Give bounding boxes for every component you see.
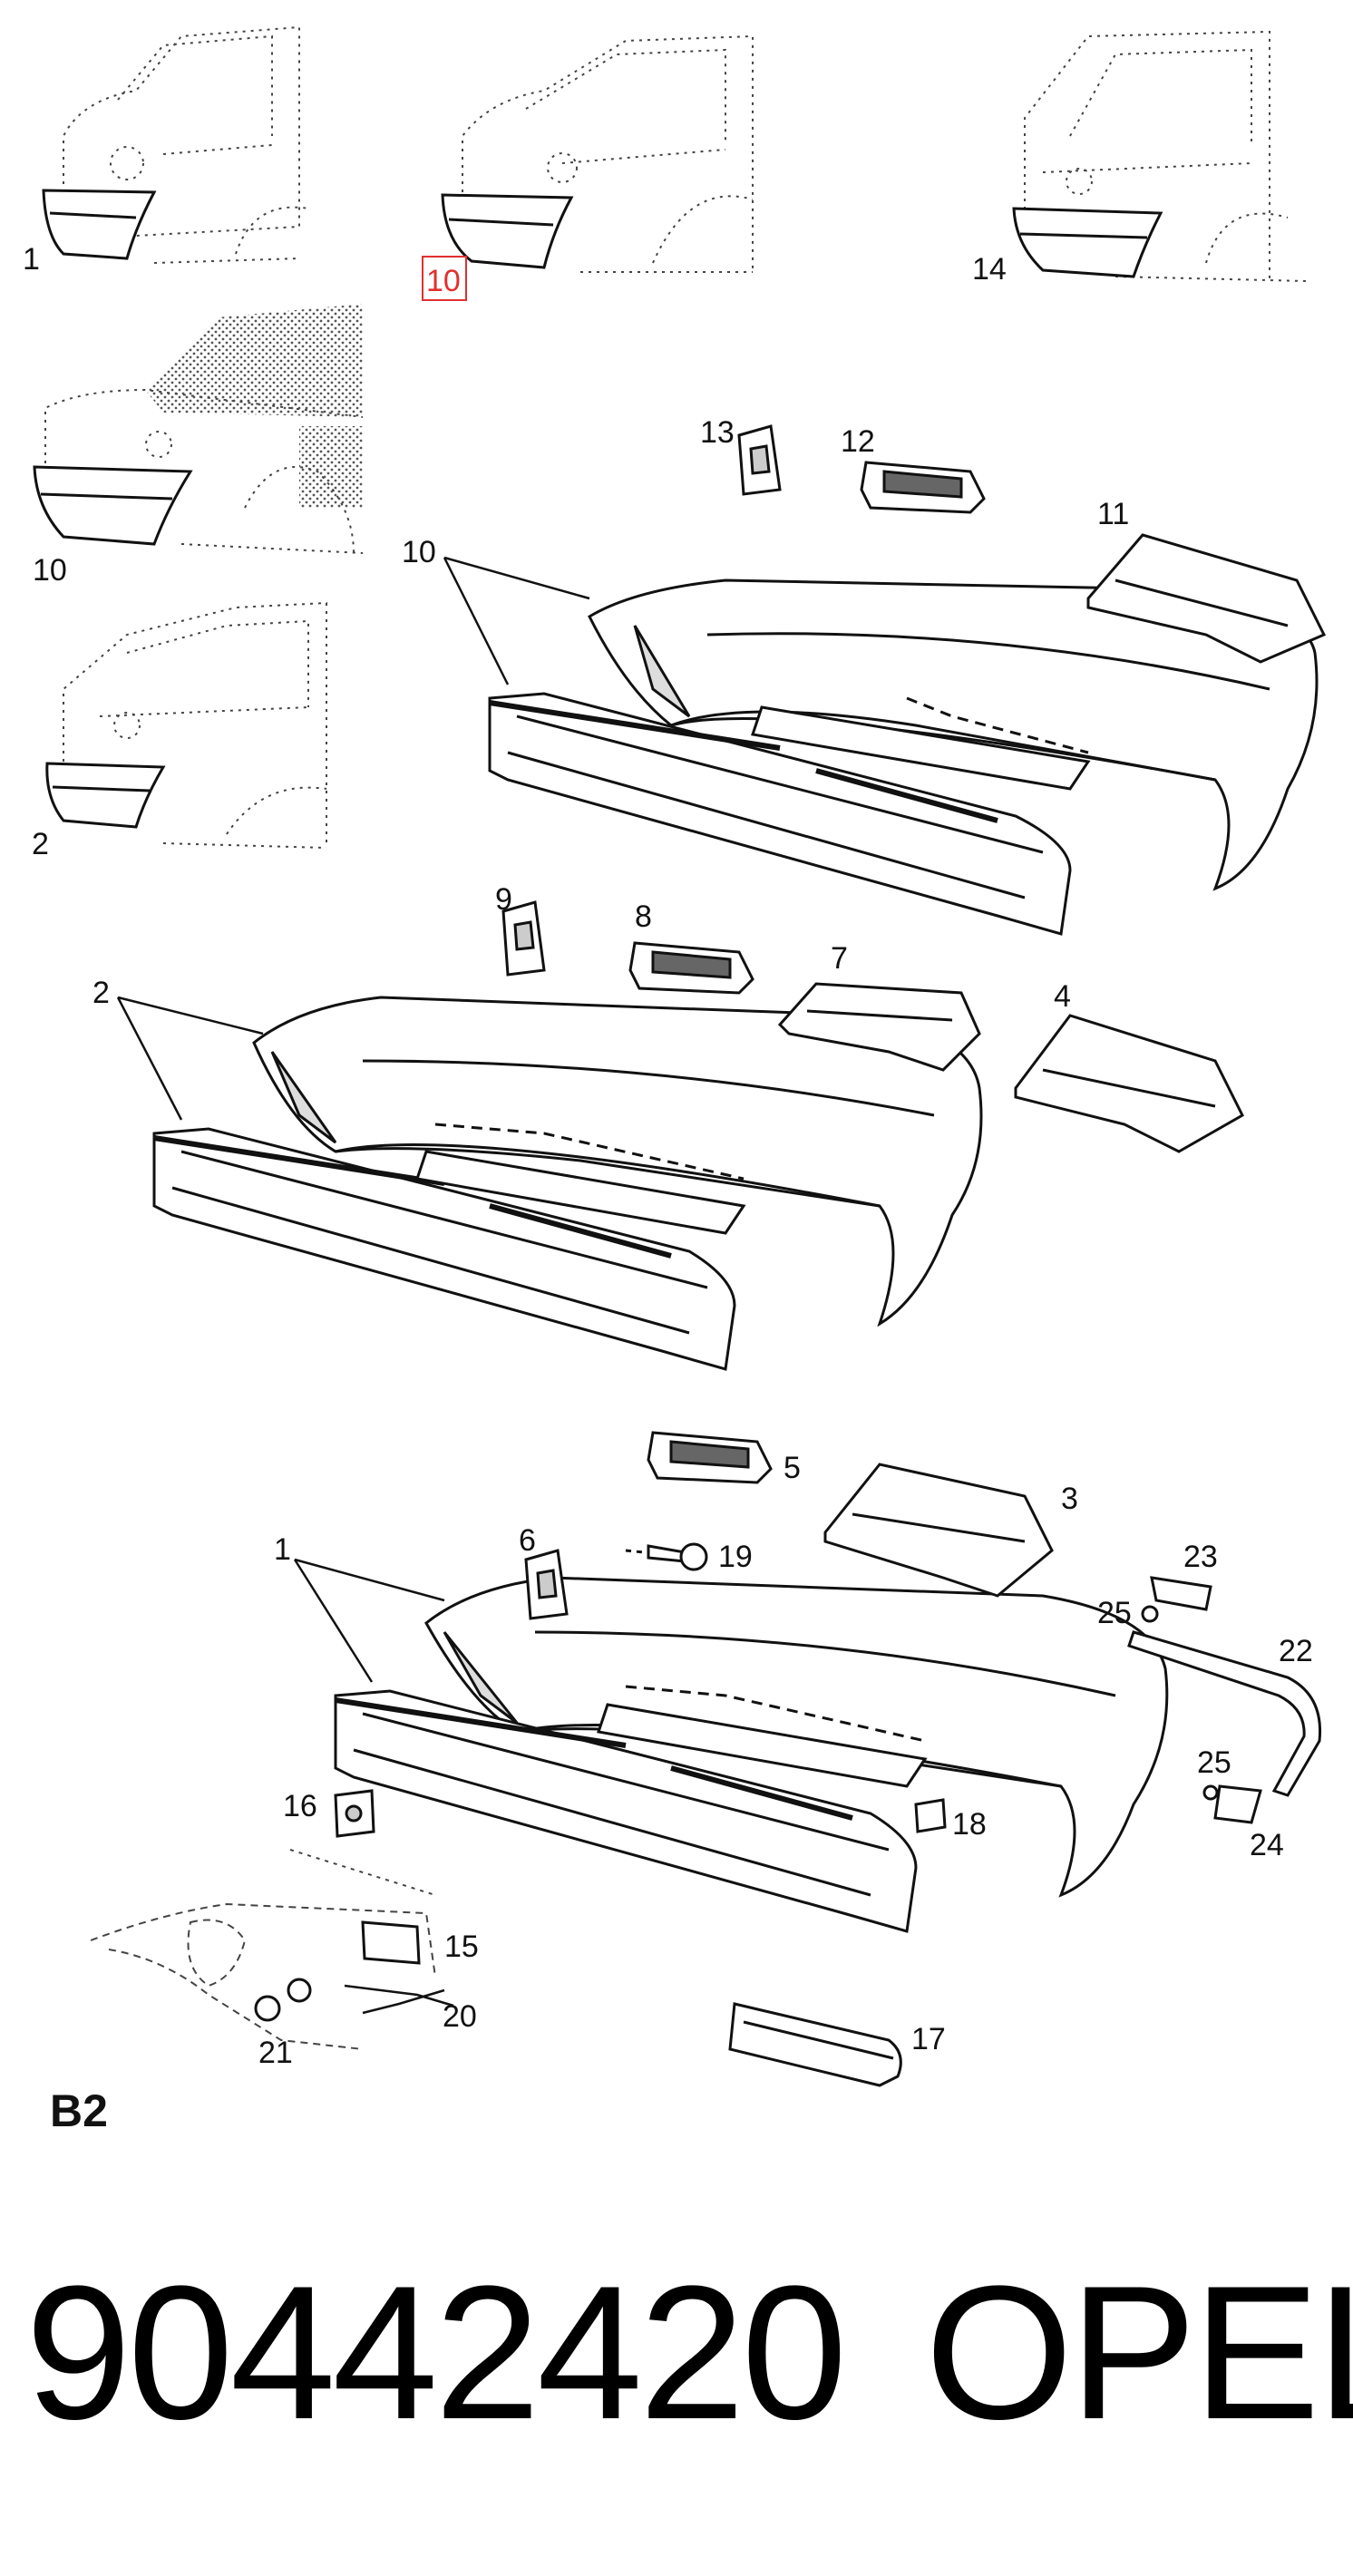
highlight-box [422, 256, 467, 301]
thumbnail-bumper-1 [42, 189, 157, 260]
callout-9: 9 [495, 882, 512, 917]
nut-21 [254, 1995, 281, 2022]
callout-10-thumb-highlighted: 10 [426, 264, 461, 298]
callout-10-thumb-sedan: 10 [33, 553, 67, 588]
bracket-15 [361, 1920, 421, 1965]
callout-13: 13 [700, 415, 735, 450]
brand-name: OPEL [925, 2246, 1353, 2459]
bumper-reinforcement-10 [488, 692, 1072, 936]
callout-25-upper: 25 [1097, 1596, 1132, 1630]
callout-21: 21 [258, 2036, 293, 2070]
callout-25-lower: 25 [1197, 1745, 1231, 1780]
bracket-12 [860, 461, 986, 514]
clip-9 [501, 900, 546, 977]
callout-labels: 1 10 14 10 2 13 12 11 10 9 8 7 4 2 5 3 6… [23, 242, 1313, 2070]
bumper-assembly-10 [488, 578, 1319, 936]
bumper-reinforcement-2 [152, 1127, 736, 1371]
callout-19: 19 [718, 1540, 753, 1574]
section-code: B2 [50, 2085, 108, 2136]
clip-6 [524, 1549, 569, 1620]
washer-25-upper [1141, 1605, 1159, 1623]
washer-20 [287, 1978, 312, 2003]
bracket-11 [1086, 533, 1327, 664]
callout-15: 15 [444, 1930, 479, 1964]
bracket-8 [628, 941, 754, 995]
thumbnail-hatchback-variant-1 [63, 25, 309, 264]
callout-14-thumb: 14 [972, 252, 1007, 287]
callout-4: 4 [1054, 979, 1071, 1014]
callout-1-thumb: 1 [23, 242, 40, 277]
cover-17 [728, 2002, 902, 2087]
trim-strip-22 [1127, 1630, 1322, 1797]
callout-17: 17 [911, 2022, 946, 2056]
thumbnail-bumper-14 [1012, 207, 1163, 278]
thumbnail-wagon-variant-2 [63, 601, 327, 849]
callout-3: 3 [1061, 1482, 1078, 1516]
bumper-assembly-1 [334, 1576, 1169, 1933]
callout-24: 24 [1250, 1828, 1284, 1862]
leader-lines [116, 556, 590, 2015]
callout-11: 11 [1097, 497, 1129, 531]
bumper-reinforcement-1 [334, 1689, 918, 1933]
thumbnail-bumper-2 [45, 762, 166, 829]
callout-6: 6 [519, 1523, 536, 1558]
callout-20: 20 [443, 1999, 477, 2034]
part-number: 90442420 [25, 2246, 847, 2459]
thumbnail-bumper-sedan [33, 465, 193, 546]
thumbnail-bumper-10 [441, 193, 574, 269]
pad-16 [334, 1789, 375, 1838]
callout-22: 22 [1279, 1634, 1313, 1668]
washer-25-lower [1202, 1784, 1219, 1801]
thumbnail-hatchback-variant-14 [1024, 30, 1307, 282]
callout-16: 16 [283, 1789, 317, 1823]
mounting-detail [90, 1849, 436, 2050]
callout-10-assembly: 10 [402, 535, 436, 569]
clip-18 [914, 1798, 947, 1833]
callout-18: 18 [952, 1807, 987, 1842]
callout-8: 8 [635, 899, 652, 934]
clip-13 [737, 424, 782, 496]
bumper-assembly-2 [152, 996, 983, 1371]
thumbnail-sedan-variant-10 [44, 304, 364, 554]
bracket-5 [647, 1431, 773, 1484]
thumbnail-hatchback-variant-10 [462, 34, 754, 273]
callout-12: 12 [841, 424, 875, 459]
callout-23: 23 [1183, 1540, 1218, 1574]
bracket-4 [1014, 1014, 1244, 1153]
end-cap-23 [1150, 1576, 1212, 1611]
callout-1-assembly: 1 [274, 1532, 291, 1567]
callout-2-thumb: 2 [32, 827, 49, 861]
bracket-7 [777, 982, 981, 1072]
screw-19 [625, 1542, 708, 1571]
callout-7: 7 [831, 941, 848, 976]
bracket-3 [823, 1463, 1054, 1598]
callout-5: 5 [784, 1451, 801, 1485]
end-cap-24 [1213, 1784, 1262, 1824]
callout-2-assembly: 2 [92, 976, 110, 1010]
